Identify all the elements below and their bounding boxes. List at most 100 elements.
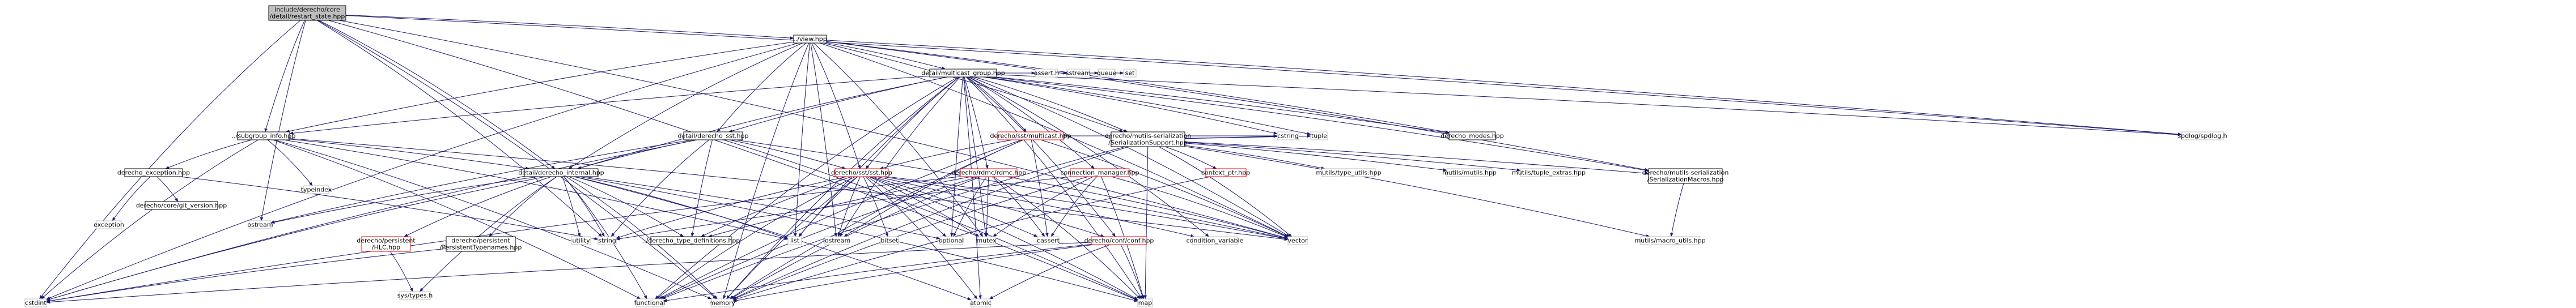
node-vector: vector: [1287, 236, 1308, 245]
include-edge-root-to-spdlog: [345, 15, 2182, 136]
node-derecho-sst[interactable]: detail/derecho_sst.hpp: [678, 131, 749, 140]
node-box: [446, 236, 516, 252]
include-edge-derecho_sst-to-string: [611, 139, 710, 237]
include-edge-subgroup_info-to-functional: [272, 139, 641, 300]
node-atomic: atomic: [970, 298, 992, 307]
node-serialization-macros[interactable]: derecho/mutils-serialization/Serializati…: [1642, 168, 1729, 184]
node-optional: optional: [939, 236, 964, 245]
node-label: ../derecho_type_definitions.hpp: [642, 237, 740, 245]
include-edge-multicast_group-to-optional: [950, 76, 963, 237]
node-box: [650, 236, 732, 245]
include-edge-view-to-derecho_modes: [826, 41, 1450, 134]
node-box: [1520, 168, 1578, 177]
include-edge-derecho_internal-to-sys_types: [419, 176, 557, 292]
node-derecho-type-definitions[interactable]: ../derecho_type_definitions.hpp: [642, 236, 740, 245]
node-label: derecho/mutils-serialization: [1642, 169, 1729, 177]
node-sys-types: sys/types.h: [397, 291, 433, 300]
include-edge-view-to-derecho_sst: [717, 42, 807, 132]
node-subgroup-info[interactable]: ../subgroup_info.hpp: [232, 131, 296, 140]
node-box: [1321, 168, 1376, 177]
node-box: [1035, 69, 1058, 78]
node-box: [834, 168, 889, 177]
node-sstream: sstream: [1066, 69, 1091, 78]
include-edge-sst_multicast-to-memory: [729, 139, 1024, 300]
node-derecho-internal[interactable]: detail/derecho_internal.hpp: [518, 168, 604, 177]
include-edge-root-to-vector: [339, 20, 1289, 239]
node-box: [997, 131, 1064, 140]
node-cstdint: cstdint: [24, 298, 47, 307]
node-label: derecho/core/git_version.hpp: [136, 202, 227, 209]
node-box: [711, 298, 734, 307]
include-edge-root-to-cstdint: [39, 20, 301, 300]
node-bitset: bitset: [880, 236, 899, 245]
node-derecho-exception[interactable]: derecho_exception.hpp: [117, 168, 190, 177]
node-box: [1098, 69, 1116, 78]
node-cstring: cstring: [1277, 131, 1299, 140]
include-edge-serialization_support-to-map: [1143, 146, 1149, 300]
node-label: derecho/sst/sst.hpp: [831, 169, 892, 177]
node-label: derecho/conf/conf.hpp: [1084, 237, 1154, 245]
node-label: derecho/rdmc/rdmc.hpp: [951, 169, 1027, 177]
include-edge-serialization_support-to-mutils_type_utils: [1184, 145, 1325, 170]
node-git-version[interactable]: derecho/core/git_version.hpp: [136, 201, 227, 210]
include-edge-multicast_group-to-serialization_support: [974, 76, 1128, 132]
node-label: derecho/persistent: [357, 237, 416, 245]
node-mutex: mutex: [976, 236, 997, 245]
include-edge-derecho_exception-to-string: [180, 176, 599, 241]
node-rdmc[interactable]: derecho/rdmc/rdmc.hpp: [951, 168, 1027, 177]
include-edge-rdmc-to-functional: [659, 176, 978, 300]
include-edge-sst-to-bitset: [863, 176, 888, 237]
node-label: /PersistentTypenames.hpp: [440, 244, 522, 251]
include-edge-derecho_internal-to-atomic: [574, 176, 972, 301]
include-edge-view-to-spdlog: [826, 40, 2182, 136]
node-sst[interactable]: derecho/sst/sst.hpp: [831, 168, 892, 177]
node-view[interactable]: ../view.hpp: [793, 35, 827, 44]
node-label: detail/derecho_internal.hpp: [518, 169, 604, 177]
node-context-ptr[interactable]: context_ptr.hpp: [1201, 168, 1250, 177]
include-edge-derecho_exception-to-exception: [112, 176, 151, 221]
include-edge-root-to-subgroup_info: [264, 20, 305, 132]
node-label: /SerializationMacros.hpp: [1647, 176, 1724, 183]
include-edge-derecho_conf-to-memory: [732, 244, 1094, 302]
node-connection-manager[interactable]: connection_manager.hpp: [1061, 168, 1139, 177]
node-box: [1091, 236, 1147, 245]
node-hlc[interactable]: derecho/persistent/HLC.hpp: [357, 236, 416, 252]
include-edge-serialization_support-to-functional: [661, 146, 1126, 300]
include-edge-multicast_group-to-rdmc: [964, 76, 989, 169]
include-edge-rdmc-to-cassert: [992, 176, 1045, 237]
include-edge-serialization_support-to-serialization_macros: [1184, 141, 1649, 175]
node-sst-multicast[interactable]: derecho/sst/multicast.hpp: [990, 131, 1071, 140]
node-multicast-group[interactable]: detail/multicast_group.hpp: [921, 69, 1005, 78]
node-box: [1648, 168, 1723, 184]
include-edge-subgroup_info-to-derecho_exception: [165, 139, 252, 169]
include-edge-root-to-view: [345, 15, 794, 40]
node-derecho-conf[interactable]: derecho/conf/conf.hpp: [1084, 236, 1154, 245]
node-label: iostream: [823, 237, 850, 245]
node-label: vector: [1288, 237, 1308, 245]
node-box: [960, 168, 1018, 177]
include-edge-view-to-serialization_macros: [826, 41, 1649, 172]
node-utility: utility: [571, 236, 591, 245]
node-derecho-modes[interactable]: derecho_modes.hpp: [1440, 131, 1504, 140]
node-tuple: tuple: [1310, 131, 1328, 140]
include-edge-sst-to-mutex: [868, 176, 980, 237]
node-set: set: [1123, 69, 1137, 78]
include-edge-derecho_conf-to-cstdint: [46, 242, 1092, 304]
node-box: [1037, 236, 1060, 245]
include-edge-sst-to-condition_variable: [882, 176, 1195, 238]
include-edge-hlc-to-sys_types: [389, 251, 413, 292]
node-label: queue: [1097, 70, 1117, 77]
node-queue: queue: [1097, 69, 1117, 78]
node-persistent-typenames[interactable]: derecho/persistent/PersistentTypenames.h…: [440, 236, 522, 252]
node-label: mutils/mutils.hpp: [1442, 169, 1497, 177]
include-edge-connection_manager-to-memory: [732, 176, 1088, 300]
node-box: [1446, 168, 1493, 177]
node-assert-h: assert.h: [1034, 69, 1059, 78]
node-functional: functional: [634, 298, 665, 307]
node-box: [571, 236, 591, 245]
node-typeindex: typeindex: [301, 185, 332, 194]
node-serialization-support[interactable]: derecho/mutils-serialization/Serializati…: [1105, 131, 1192, 147]
node-root[interactable]: include/derecho/core/detail/restart_stat…: [268, 5, 346, 21]
node-string: string: [598, 236, 617, 245]
include-edge-derecho_sst-to-vector: [735, 139, 1289, 240]
